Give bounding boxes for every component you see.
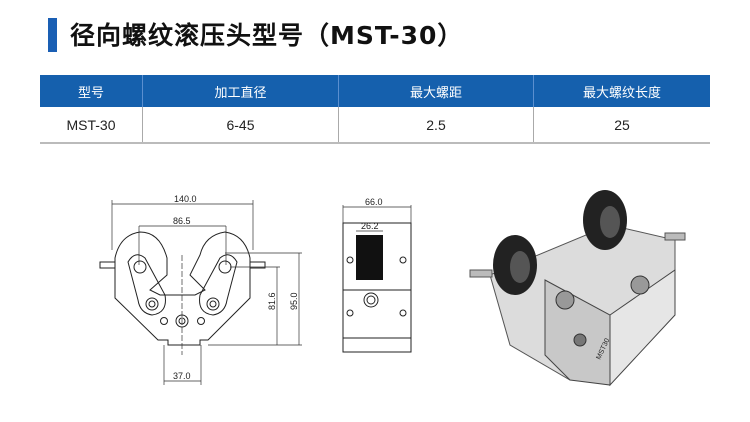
dim-side-width: 66.0 xyxy=(365,197,383,207)
header-model: 型号 xyxy=(40,75,143,107)
dim-center-height: 81.6 xyxy=(267,292,277,310)
header-diameter: 加工直径 xyxy=(142,75,339,107)
dim-roller-width: 26.2 xyxy=(361,221,379,231)
side-view-drawing: 66.0 26.2 xyxy=(342,197,412,353)
cell-pitch: 2.5 xyxy=(338,107,534,144)
dim-center-distance: 86.5 xyxy=(173,216,191,226)
cell-thread-length: 25 xyxy=(533,107,710,144)
dim-total-height: 95.0 xyxy=(289,292,299,310)
product-render: MST30 xyxy=(469,190,686,387)
table-row: MST-30 6-45 2.5 25 xyxy=(40,107,710,144)
roller-silhouette xyxy=(356,235,383,280)
header-thread-length: 最大螺纹长度 xyxy=(533,75,710,107)
dim-width: 140.0 xyxy=(174,194,197,204)
dim-base-width: 37.0 xyxy=(173,371,191,381)
title-accent-bar xyxy=(48,18,57,52)
cell-model: MST-30 xyxy=(40,107,143,144)
cell-diameter: 6-45 xyxy=(142,107,339,144)
spec-table: 型号 加工直径 最大螺距 最大螺纹长度 MST-30 6-45 2.5 25 xyxy=(40,75,710,144)
page-title: 径向螺纹滚压头型号（MST-30） xyxy=(70,21,464,50)
table-header-row: 型号 加工直径 最大螺距 最大螺纹长度 xyxy=(40,75,710,107)
header-pitch: 最大螺距 xyxy=(338,75,534,107)
front-view-drawing: 140.0 86.5 81.6 95.0 37.0 xyxy=(99,194,302,385)
